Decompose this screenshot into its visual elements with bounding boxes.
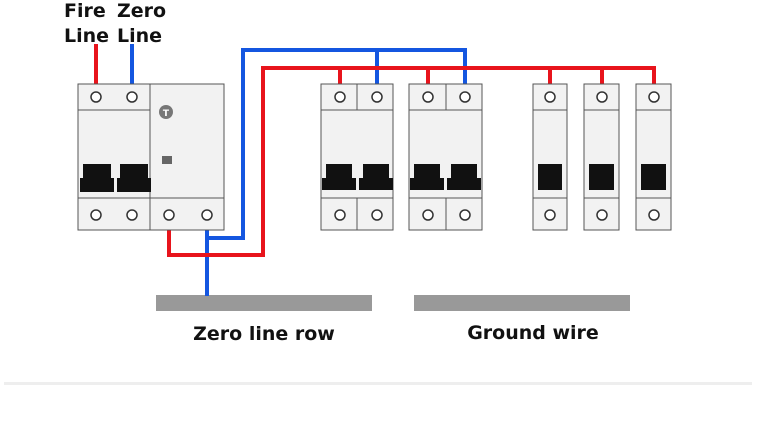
terminal: [334, 91, 346, 103]
rcd-test-button-icon: [159, 105, 173, 119]
divider: [4, 382, 752, 385]
fire-line-label: Fire Line: [64, 0, 109, 47]
terminal: [648, 209, 660, 221]
terminal: [371, 91, 383, 103]
zero-line-label-line2: Line: [117, 25, 162, 47]
fire-trunk-wire: [167, 66, 656, 257]
zero-line-label: Zero Line: [117, 0, 166, 47]
terminal: [126, 209, 138, 221]
svg-text:T: T: [163, 109, 170, 119]
breaker-2p-2: [408, 83, 483, 231]
rcd-indicator: [162, 156, 172, 164]
ground-busbar: [414, 295, 630, 311]
fire-line-label-line2: Line: [64, 25, 109, 47]
terminals: [90, 91, 660, 221]
terminal: [201, 209, 213, 221]
terminal: [126, 91, 138, 103]
breaker-1p-2: [583, 83, 620, 231]
fire-line-label-line1: Fire: [64, 0, 106, 22]
terminal: [422, 209, 434, 221]
terminal: [371, 209, 383, 221]
terminal: [90, 209, 102, 221]
terminal: [90, 91, 102, 103]
terminal: [459, 209, 471, 221]
main-switch-rcd: T: [77, 83, 225, 231]
terminal: [459, 91, 471, 103]
zero-line-busbar: [156, 295, 372, 311]
terminal: [163, 209, 175, 221]
breaker-1p-1: [532, 83, 568, 231]
zero-line-label-line1: Zero: [117, 0, 166, 22]
terminal: [544, 209, 556, 221]
terminal: [422, 91, 434, 103]
breaker-1p-3: [635, 83, 672, 231]
breaker-2p-1: [320, 83, 394, 231]
terminal: [544, 91, 556, 103]
terminal: [334, 209, 346, 221]
terminal: [596, 91, 608, 103]
main-switch-body: [77, 83, 225, 231]
terminal: [648, 91, 660, 103]
zero-line-row-label: Zero line row: [193, 323, 335, 345]
terminal: [596, 209, 608, 221]
ground-wire-label: Ground wire: [467, 322, 599, 344]
